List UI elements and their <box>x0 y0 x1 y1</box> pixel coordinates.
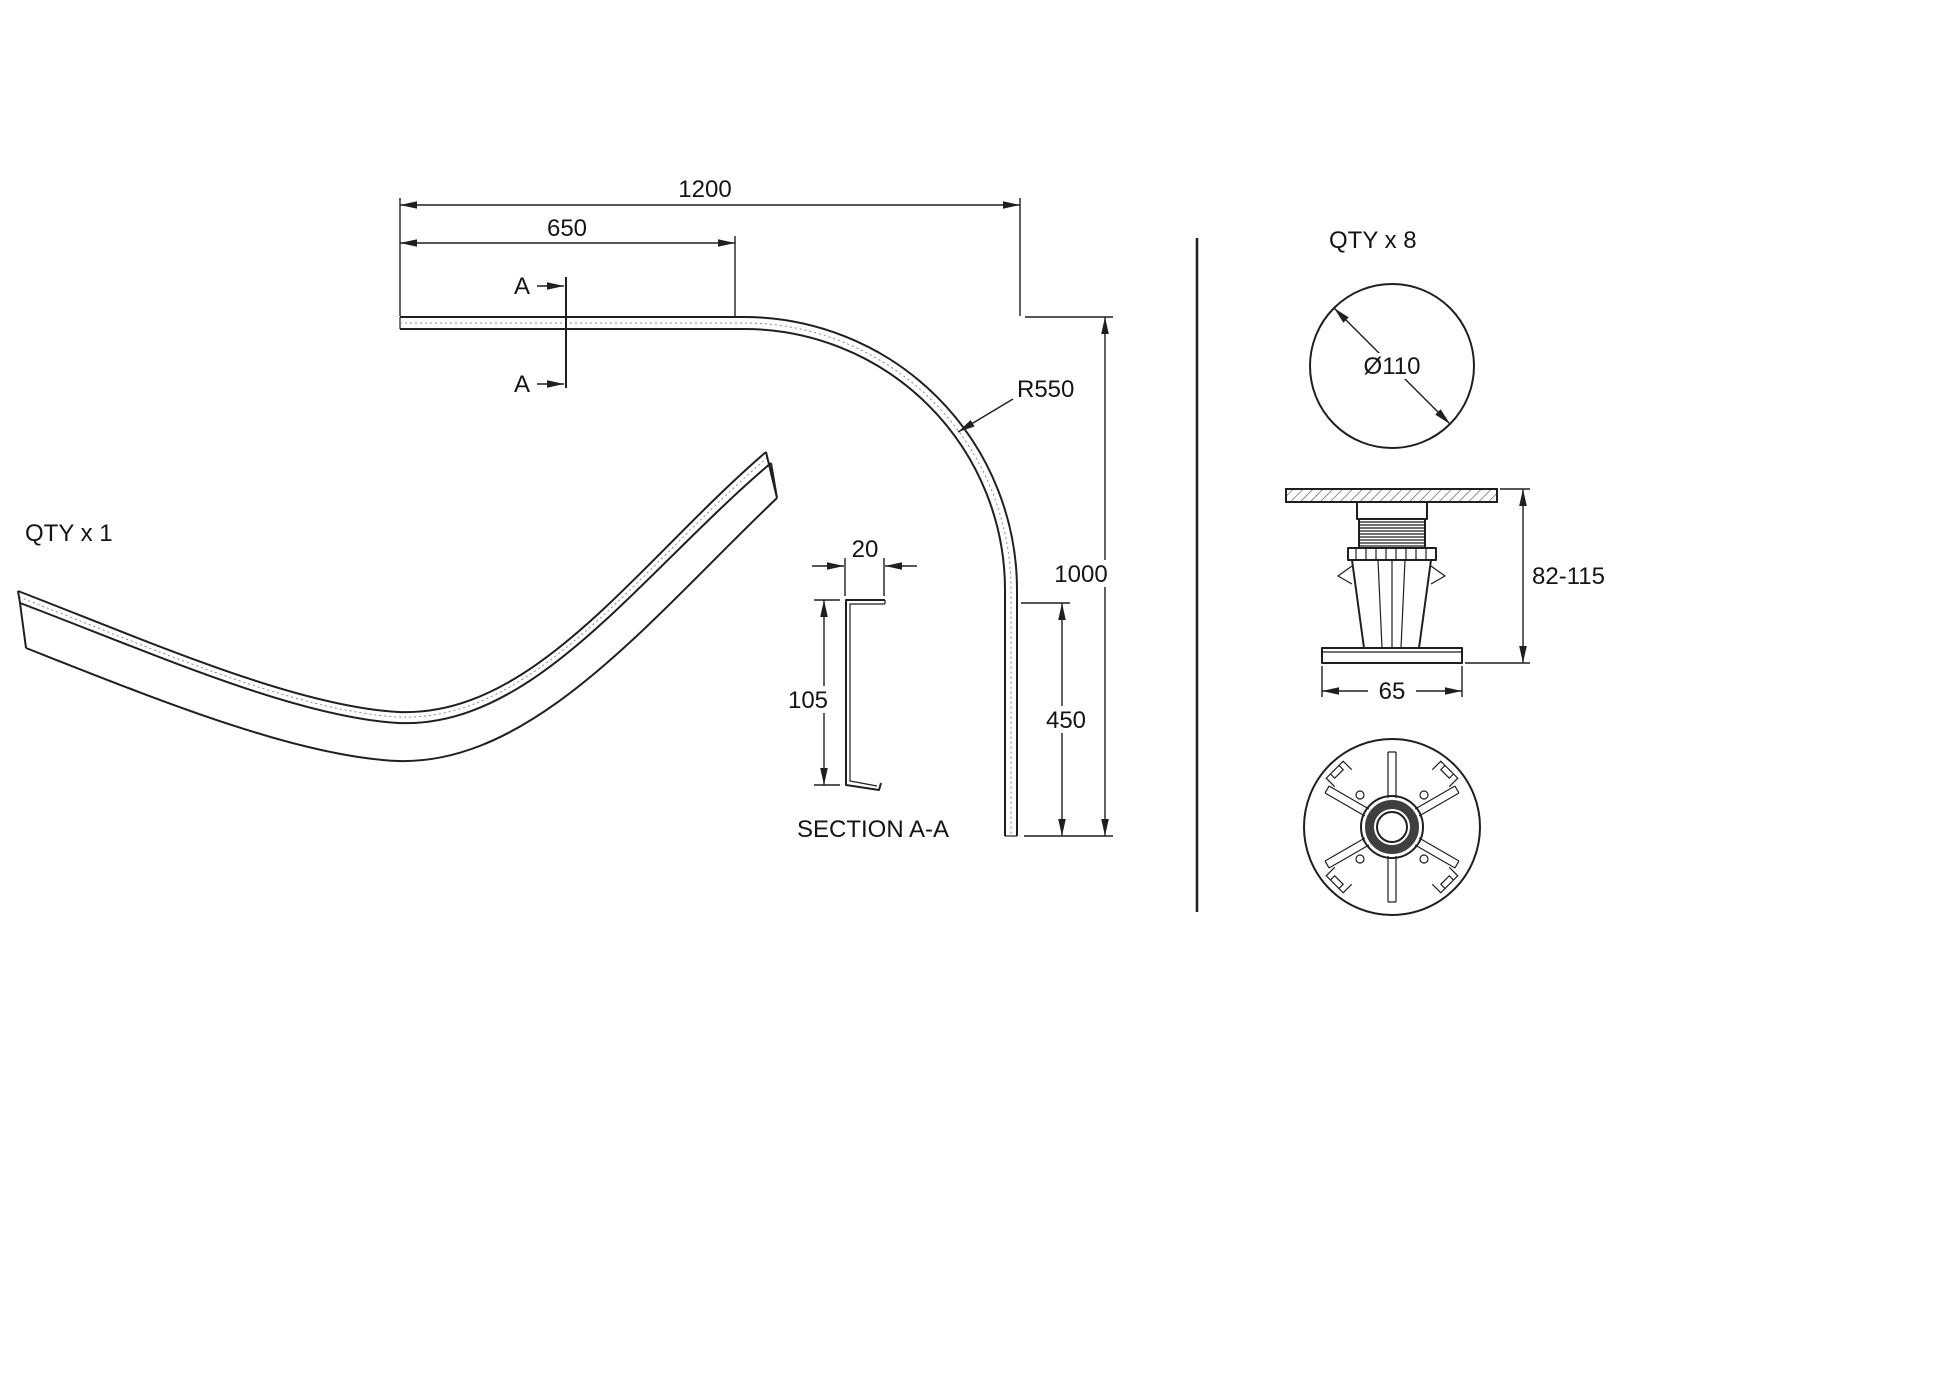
dim-height-range-label: 82-115 <box>1532 563 1605 590</box>
iso-left-endcap <box>17 590 27 649</box>
section-marker-bottom-label: A <box>514 371 530 398</box>
dim-height-ext-lines <box>1465 488 1530 664</box>
leg-thread-lines <box>1359 521 1425 547</box>
leg-hub-hole <box>1376 811 1408 843</box>
dim-20-ext-lines <box>844 558 885 596</box>
section-view: 20 105 SECTION A-A <box>784 536 949 843</box>
leg-top-plate <box>1285 488 1498 503</box>
iso-qty-label: QTY x 1 <box>25 520 113 547</box>
iso-top-front-edge <box>19 462 772 725</box>
dim-65-label: 65 <box>1379 678 1406 705</box>
leg-collar <box>1347 547 1437 561</box>
dim-20-label: 20 <box>852 536 879 563</box>
dim-105-label: 105 <box>788 687 828 714</box>
section-title: SECTION A-A <box>797 816 949 843</box>
leg-bottom-view <box>1303 738 1481 916</box>
leg-bottom-outer-circle <box>1303 738 1481 916</box>
dim-r550-label: R550 <box>1017 376 1074 403</box>
plan-view: 1200 650 A A R550 1000 450 <box>399 176 1113 837</box>
radius-leader-line <box>957 398 1014 433</box>
profile-outer <box>845 599 885 791</box>
dim-1200-ext-lines <box>399 198 1021 316</box>
dim-1000-mask <box>1050 560 1110 587</box>
leg-screw-hole-nw <box>1355 790 1365 800</box>
dim-105-mask <box>784 686 832 713</box>
leg-hub-dark-ring <box>1365 800 1419 854</box>
iso-top-stipple <box>18 456 769 718</box>
iso-top-back-edge <box>17 451 767 714</box>
leg-base <box>1321 647 1463 664</box>
leg-top-view: QTY x 8 Ø110 <box>1309 227 1475 449</box>
dim-1200-label: 1200 <box>678 176 731 203</box>
dim-450-label: 450 <box>1046 707 1086 734</box>
leg-spokes <box>1324 751 1460 903</box>
leg-screw-hole-ne <box>1419 790 1429 800</box>
leg-clip-ne <box>1431 760 1459 788</box>
leg-side-wings <box>1336 565 1447 585</box>
dim-1000-label: 1000 <box>1054 561 1107 588</box>
leg-qty-label: QTY x 8 <box>1329 227 1417 254</box>
leg-nut-block <box>1356 501 1428 520</box>
panel-stipple-texture <box>400 322 1012 836</box>
leg-clip-sw <box>1325 866 1353 894</box>
iso-view: QTY x 1 <box>17 451 778 763</box>
profile-inner <box>849 603 885 787</box>
dim-diameter-label: Ø110 <box>1364 353 1421 380</box>
leg-body-ribs <box>1377 559 1406 649</box>
leg-diameter-mask <box>1358 353 1426 379</box>
leg-screw-hole-sw <box>1355 854 1365 864</box>
dim-65-mask <box>1368 678 1416 703</box>
iso-right-endcap <box>765 451 778 499</box>
leg-clip-nw <box>1325 760 1353 788</box>
iso-bottom-edge <box>25 497 778 763</box>
leg-hub-outer <box>1360 795 1424 859</box>
leg-clip-se <box>1431 866 1459 894</box>
panel-outer-edge <box>400 316 1018 836</box>
leg-side-view: 82-115 65 <box>1285 488 1605 705</box>
leg-top-circle <box>1309 283 1475 449</box>
panel-inner-edge <box>400 328 1006 836</box>
section-marker-top-label: A <box>514 273 530 300</box>
leg-collar-ribs <box>1355 548 1427 560</box>
dim-1000-ext-lines <box>1024 316 1113 837</box>
dim-650-label: 650 <box>547 215 587 242</box>
leg-screw-hole-se <box>1419 854 1429 864</box>
dim-450-mask <box>1041 706 1091 733</box>
